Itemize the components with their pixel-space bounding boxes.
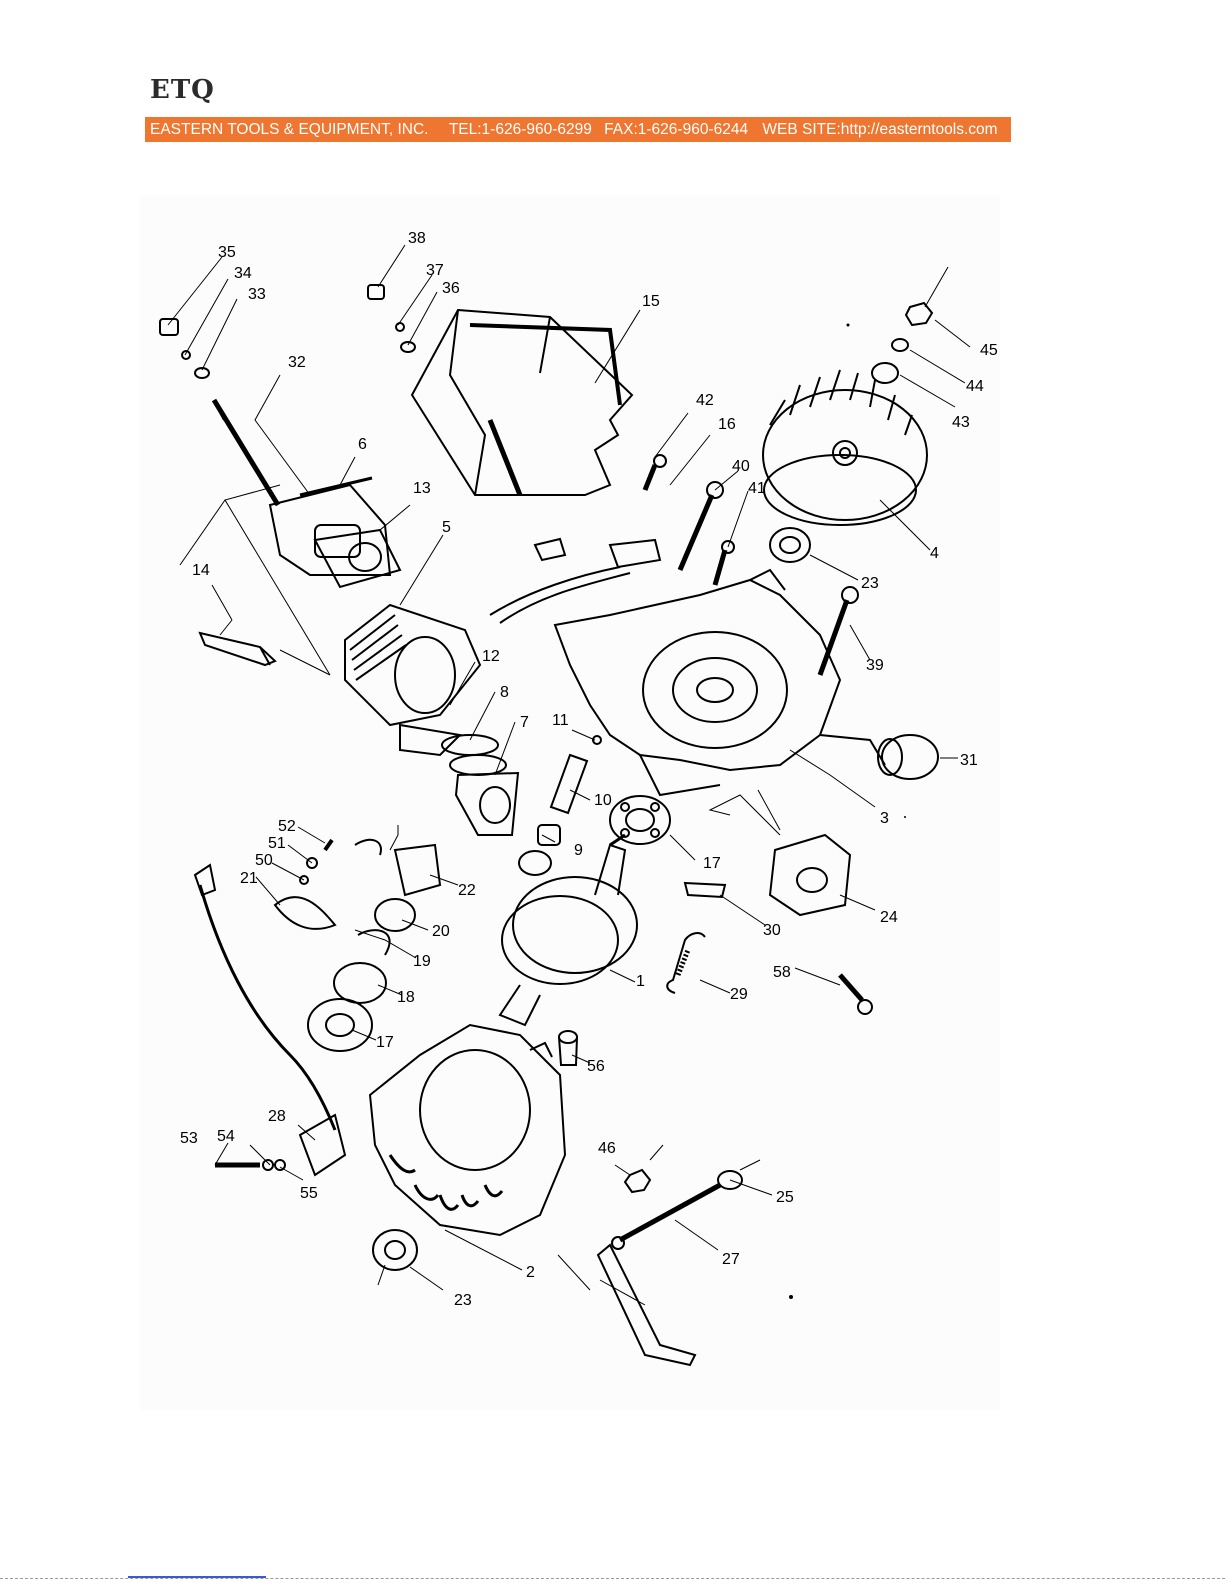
crankcase-left-part <box>370 1025 565 1235</box>
part-number-label: 52 <box>278 818 296 835</box>
part-number-label: 45 <box>980 342 998 359</box>
part-number-label: 30 <box>763 922 781 939</box>
part-number-label: 34 <box>234 265 252 282</box>
part-number-label: 51 <box>268 835 286 852</box>
part-number-label: 37 <box>426 262 444 279</box>
part-number-label: 13 <box>413 480 431 497</box>
bushing-part <box>878 735 938 779</box>
part-number-label: 22 <box>458 882 476 899</box>
oil-seal-lower <box>373 1230 417 1270</box>
part-number-label: 23 <box>861 575 879 592</box>
leader-lines <box>168 245 970 1305</box>
part-number-label: 54 <box>217 1128 235 1145</box>
part-number-label: 18 <box>397 989 415 1006</box>
part-number-label: 17 <box>703 855 721 872</box>
crankcase-right-part <box>555 570 885 795</box>
part-number-label: 23 <box>454 1292 472 1309</box>
part-number-label: 20 <box>432 923 450 940</box>
part-number-label: 10 <box>594 792 612 809</box>
long-bolt-part <box>214 400 278 505</box>
company-name: EASTERN TOOLS & EQUIPMENT, INC. <box>145 117 429 142</box>
part-number-label: 46 <box>598 1140 616 1157</box>
part-number-label: 2 <box>526 1264 535 1281</box>
page-bottom-rule <box>0 1578 1225 1579</box>
part-number-label: 38 <box>408 230 426 247</box>
cylinder-head-part <box>270 478 400 587</box>
plate-30 <box>685 883 725 897</box>
part-number-label: 32 <box>288 354 306 371</box>
dowel-56 <box>559 1031 577 1065</box>
throttle-lever-parts <box>598 1170 742 1365</box>
part-number-label: 5 <box>442 519 451 536</box>
part-number-label: 1 <box>636 973 645 990</box>
gasket-24 <box>770 835 850 915</box>
part-number-label: 15 <box>642 293 660 310</box>
fax: FAX:1-626-960-6244 <box>604 117 748 142</box>
part-number-label: 33 <box>248 286 266 303</box>
oil-seal-upper <box>770 528 810 562</box>
part-number-label: 40 <box>732 458 750 475</box>
bearing-right-part <box>610 796 670 844</box>
part-number-label: 39 <box>866 657 884 674</box>
part-number-label: 12 <box>482 648 500 665</box>
part-number-label: 14 <box>192 562 210 579</box>
shroud-part <box>412 310 632 495</box>
bolt-58 <box>840 975 872 1014</box>
part-number-label: 43 <box>952 414 970 431</box>
part-number-label: 41 <box>748 480 766 497</box>
part-number-label: 58 <box>773 964 791 981</box>
part-number-label: 6 <box>358 436 367 453</box>
crankshaft-part <box>500 835 637 1025</box>
bolt-53-55 <box>215 1160 285 1170</box>
etq-logo: ETQ <box>150 75 215 105</box>
part-number-label: 42 <box>696 392 714 409</box>
part-number-label: 7 <box>520 714 529 731</box>
part-number-label: 50 <box>255 852 273 869</box>
part-number-label: 31 <box>960 752 978 769</box>
part-number-label: 36 <box>442 280 460 297</box>
website: WEB SITE:http://easterntools.com <box>762 117 997 142</box>
left-small-parts <box>275 840 440 1051</box>
part-number-label: 19 <box>413 953 431 970</box>
page-bottom-link-mark <box>128 1576 266 1578</box>
part-number-label: 35 <box>218 244 236 261</box>
part-number-label: 3 <box>880 810 889 827</box>
part-number-label: 55 <box>300 1185 318 1202</box>
spark-plug-part <box>200 633 275 665</box>
part-number-label: 27 <box>722 1251 740 1268</box>
part-number-label: 4 <box>930 545 939 562</box>
spring-29 <box>667 933 705 993</box>
cylinder-part <box>345 605 480 755</box>
part-number-label: 8 <box>500 684 509 701</box>
part-number-label: 16 <box>718 416 736 433</box>
part-number-label: 56 <box>587 1058 605 1075</box>
part-number-label: 11 <box>552 712 569 729</box>
telephone: TEL:1-626-960-6299 <box>449 117 592 142</box>
part-number-label: 24 <box>880 909 898 926</box>
part-number-label: 25 <box>776 1189 794 1206</box>
part-number-label: 44 <box>966 378 984 395</box>
flywheel-part <box>763 370 927 525</box>
company-banner: EASTERN TOOLS & EQUIPMENT, INC. TEL:1-62… <box>145 117 1011 142</box>
part-number-label: 53 <box>180 1130 198 1147</box>
part-number-label: 21 <box>240 870 258 887</box>
part-number-label: 9 <box>574 842 583 859</box>
part-number-label: 29 <box>730 986 748 1003</box>
flywheel-fasteners <box>872 303 932 383</box>
part-number-label: 17 <box>376 1034 394 1051</box>
part-number-label: 28 <box>268 1108 286 1125</box>
